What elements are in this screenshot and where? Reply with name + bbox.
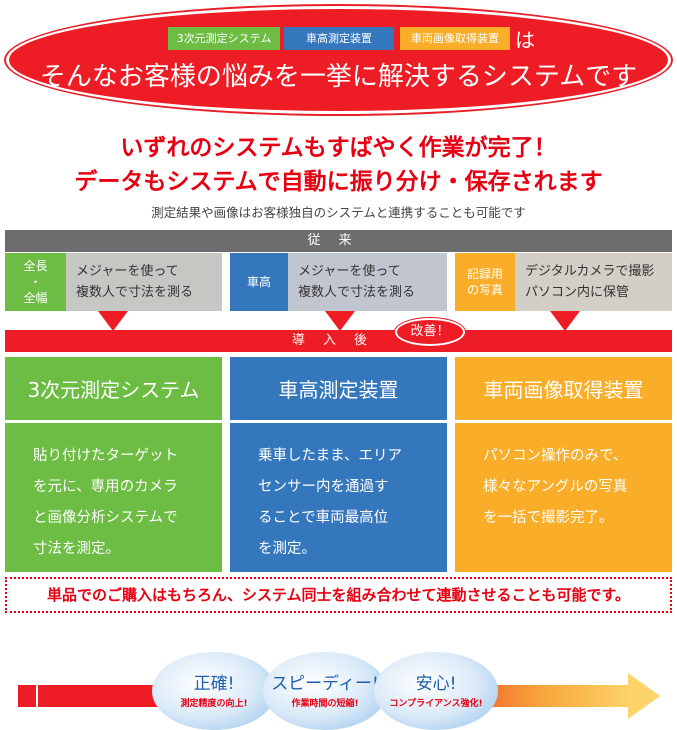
badge-height-device: 車高測定装置 <box>284 27 394 50</box>
down-arrow-icon <box>550 311 580 331</box>
after-bar: 導入後 <box>5 330 672 352</box>
before-label-height: 車高 <box>230 253 288 311</box>
before-label-length: 全長 ・ 全幅 <box>5 253 66 311</box>
benefit-sub: コンプライアンス強化! <box>389 699 483 709</box>
system-title-height: 車高測定装置 <box>230 357 447 420</box>
system-title-3d: 3次元測定システム <box>5 357 222 420</box>
arrow-head-icon <box>628 673 660 719</box>
benefit-safety: 安心! コンプライアンス強化! <box>374 652 498 730</box>
improvement-badge: 改善！ <box>395 318 465 346</box>
down-arrow-icon <box>98 311 128 331</box>
benefit-sub: 作業時間の短縮! <box>291 699 359 709</box>
system-desc-height: 乗車したまま、エリアセンサー内を通過することで車両最高位を測定。 <box>230 423 447 572</box>
benefit-accuracy: 正確! 測定精度の向上! <box>152 652 276 730</box>
benefit-sub: 測定精度の向上! <box>180 699 248 709</box>
before-desc-height: メジャーを使って複数人で寸法を測る <box>288 253 447 311</box>
desc-line: 乗車したまま、エリア <box>258 448 402 464</box>
headline-sub: 測定結果や画像はお客様独自のシステムと連携することも可能です <box>151 205 526 220</box>
combination-note: 単品でのご購入はもちろん、システム同士を組み合わせて連動させることも可能です。 <box>5 577 672 613</box>
system-desc-3d: 貼り付けたターゲットを元に、専用のカメラと画像分析システムで寸法を測定。 <box>5 423 222 572</box>
benefit-title: 安心! <box>415 674 457 694</box>
benefit-speed: スピーディー! 作業時間の短縮! <box>263 652 387 730</box>
desc-line: メジャーを使って <box>298 264 401 279</box>
hero-message: そんなお客様の悩みを一挙に解決するシステムです <box>39 62 638 92</box>
before-label-photo: 記録用 の写真 <box>455 253 515 311</box>
desc-line: を測定。 <box>258 541 316 557</box>
desc-line: と画像分析システムで <box>33 510 178 526</box>
benefit-title: 正確! <box>193 674 235 694</box>
desc-line: パソコン内に保管 <box>525 285 630 300</box>
desc-line: 寸法を測定。 <box>33 541 120 557</box>
down-arrow-icon <box>325 311 355 331</box>
before-desc-length: メジャーを使って複数人で寸法を測る <box>66 253 222 311</box>
hero-ellipse <box>9 9 668 111</box>
before-desc-photo: デジタルカメラで撮影パソコン内に保管 <box>515 253 672 311</box>
desc-line: デジタルカメラで撮影 <box>525 264 655 279</box>
badge-3d-system: 3次元測定システム <box>168 27 280 50</box>
desc-line: を一括で撮影完了。 <box>483 510 614 526</box>
hero-particle: は <box>515 28 535 52</box>
system-title-image: 車両画像取得装置 <box>455 357 672 420</box>
arrow-start-block <box>18 685 36 707</box>
desc-line: 複数人で寸法を測る <box>298 285 416 300</box>
headline-2: データもシステムで自動に振り分け・保存されます <box>74 169 603 195</box>
desc-line: メジャーを使って <box>76 264 179 279</box>
desc-line: 貼り付けたターゲット <box>33 448 178 464</box>
desc-line: パソコン操作のみで、 <box>483 448 628 464</box>
desc-line: ることで車両最高位 <box>258 510 389 526</box>
benefit-title: スピーディー! <box>271 674 379 694</box>
desc-line: 複数人で寸法を測る <box>76 285 194 300</box>
headline-1: いずれのシステムもすばやく作業が完了！ <box>120 135 557 161</box>
before-bar: 従来 <box>5 230 672 252</box>
desc-line: 様々なアングルの写真 <box>483 479 628 495</box>
badge-image-device: 車両画像取得装置 <box>400 27 510 50</box>
system-desc-image: パソコン操作のみで、様々なアングルの写真を一括で撮影完了。 <box>455 423 672 572</box>
desc-line: センサー内を通過す <box>258 479 389 495</box>
desc-line: を元に、専用のカメラ <box>33 479 178 495</box>
